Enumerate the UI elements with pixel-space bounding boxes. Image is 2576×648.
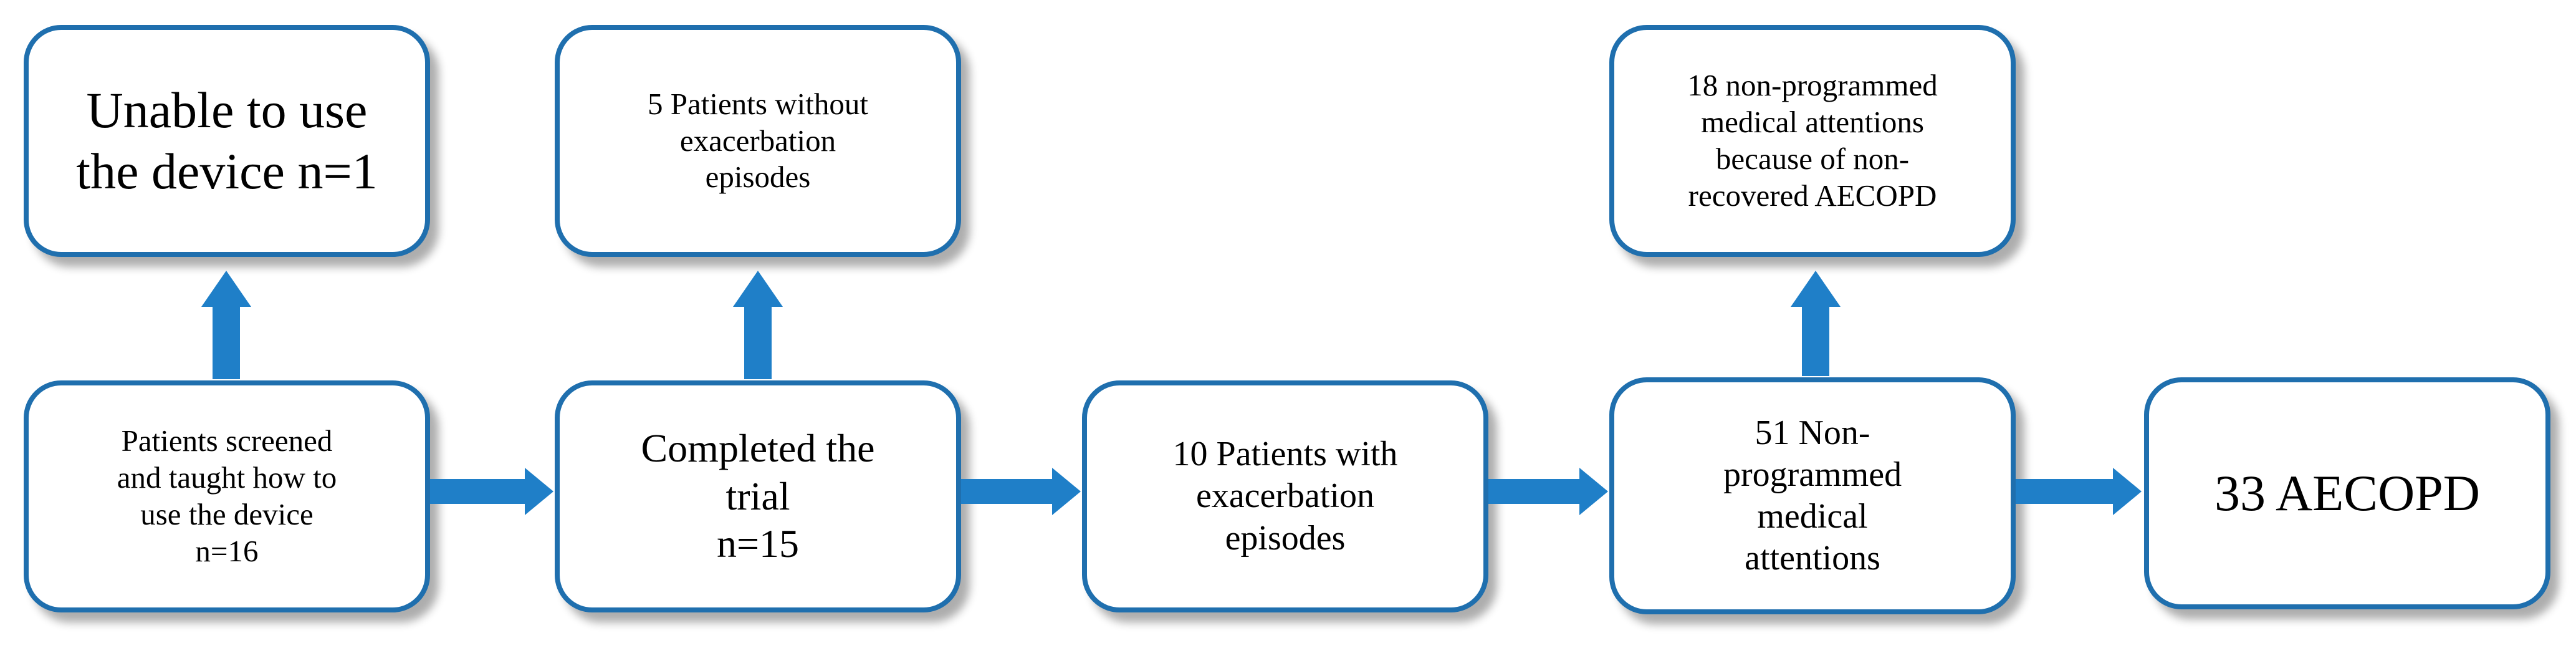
arrow-right-screened-to-completed bbox=[430, 468, 553, 515]
arrow-right-attentions-to-aecopd bbox=[2016, 468, 2142, 515]
unable-to-use-text: Unable to use the device n=1 bbox=[76, 81, 378, 200]
completed-trial-box: Completed the trial n=15 bbox=[555, 380, 961, 612]
non-recovered-aecopd-text: 18 non-programmed medical attentions bec… bbox=[1687, 68, 1938, 213]
non-programmed-attentions-text: 51 Non- programmed medical attentions bbox=[1723, 413, 1902, 578]
unable-to-use-box: Unable to use the device n=1 bbox=[24, 25, 430, 257]
arrow-right-completed-to-with-exacerbation bbox=[961, 468, 1081, 515]
patients-screened-text: Patients screened and taught how to use … bbox=[117, 423, 337, 568]
patients-with-exacerbation-box: 10 Patients with exacerbation episodes bbox=[1082, 380, 1488, 612]
patients-with-exacerbation-text: 10 Patients with exacerbation episodes bbox=[1172, 435, 1398, 558]
patients-without-exacerbation-text: 5 Patients without exacerbation episodes bbox=[648, 86, 868, 195]
arrow-up-screened-to-unable bbox=[201, 271, 251, 379]
arrow-up-attentions-to-non-recovered bbox=[1791, 271, 1841, 376]
arrow-right-with-exacerbation-to-attentions bbox=[1488, 468, 1608, 515]
non-programmed-attentions-box: 51 Non- programmed medical attentions bbox=[1609, 377, 2016, 614]
non-recovered-aecopd-box: 18 non-programmed medical attentions bec… bbox=[1609, 25, 2016, 257]
aecopd-box: 33 AECOPD bbox=[2144, 377, 2550, 609]
completed-trial-text: Completed the trial n=15 bbox=[641, 425, 875, 566]
patients-screened-box: Patients screened and taught how to use … bbox=[24, 380, 430, 612]
aecopd-text: 33 AECOPD bbox=[2214, 464, 2480, 521]
arrow-up-completed-to-without bbox=[733, 271, 783, 379]
patients-without-exacerbation-box: 5 Patients without exacerbation episodes bbox=[555, 25, 961, 257]
